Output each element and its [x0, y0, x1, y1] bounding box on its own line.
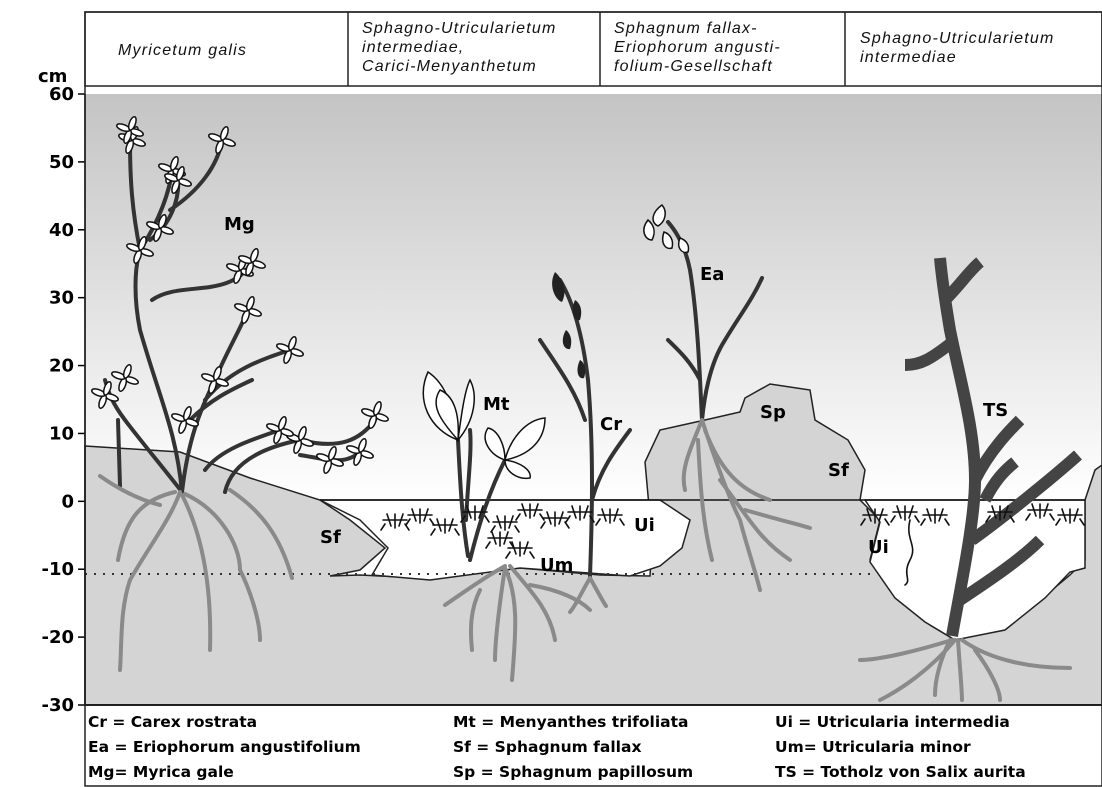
y-tick-label: 20	[49, 356, 74, 377]
header-col2-line2: intermediae,	[362, 39, 464, 56]
label-ui-right: Ui	[868, 537, 889, 558]
legend-ui: Ui = Utricularia intermedia	[775, 713, 1010, 731]
label-sf-right: Sf	[828, 460, 849, 481]
legend-ts: TS = Totholz von Salix aurita	[775, 763, 1026, 781]
label-sf-left: Sf	[320, 527, 341, 548]
label-um: Um	[540, 555, 573, 576]
y-tick-label: 60	[49, 84, 74, 105]
y-tick-label: 30	[49, 288, 74, 309]
header-col3-line3: folium-Gesellschaft	[614, 58, 773, 75]
y-tick-label: -10	[41, 559, 74, 580]
legend-mt: Mt = Menyanthes trifoliata	[453, 713, 688, 731]
label-ts: TS	[983, 400, 1008, 421]
legend-cr: Cr = Carex rostrata	[88, 713, 257, 731]
label-cr: Cr	[600, 414, 622, 435]
y-tick-label: 50	[49, 152, 74, 173]
label-ui-left: Ui	[634, 515, 655, 536]
legend-mg: Mg= Myrica gale	[88, 763, 234, 781]
label-mg: Mg	[224, 214, 255, 235]
y-axis-ticks: 60 50 40 30 20 10 0 -10 -20 -30	[41, 84, 85, 716]
header-col4-line2: intermediae	[860, 49, 957, 66]
legend-sp: Sp = Sphagnum papillosum	[453, 763, 693, 781]
label-ea: Ea	[700, 264, 724, 285]
header-col1-line1: Myricetum galis	[118, 42, 247, 59]
header-col4-line1: Sphagno-Utricularietum	[860, 30, 1054, 47]
header-col2-line1: Sphagno-Utricularietum	[362, 20, 556, 37]
legend-ea: Ea = Eriophorum angustifolium	[88, 738, 361, 756]
y-tick-label: -30	[41, 695, 74, 716]
label-sp: Sp	[760, 402, 786, 423]
y-tick-label: 10	[49, 423, 74, 444]
y-tick-label: 0	[61, 491, 74, 512]
header-col3-line1: Sphagnum fallax-	[614, 20, 758, 37]
legend-sf: Sf = Sphagnum fallax	[453, 738, 641, 756]
header-col2-line3: Carici-Menyanthetum	[362, 58, 537, 75]
y-tick-label: 40	[49, 220, 74, 241]
y-tick-label: -20	[41, 627, 74, 648]
label-mt: Mt	[483, 394, 510, 415]
legend-um: Um= Utricularia minor	[775, 738, 971, 756]
header-col3-line2: Eriophorum angusti-	[614, 39, 781, 56]
